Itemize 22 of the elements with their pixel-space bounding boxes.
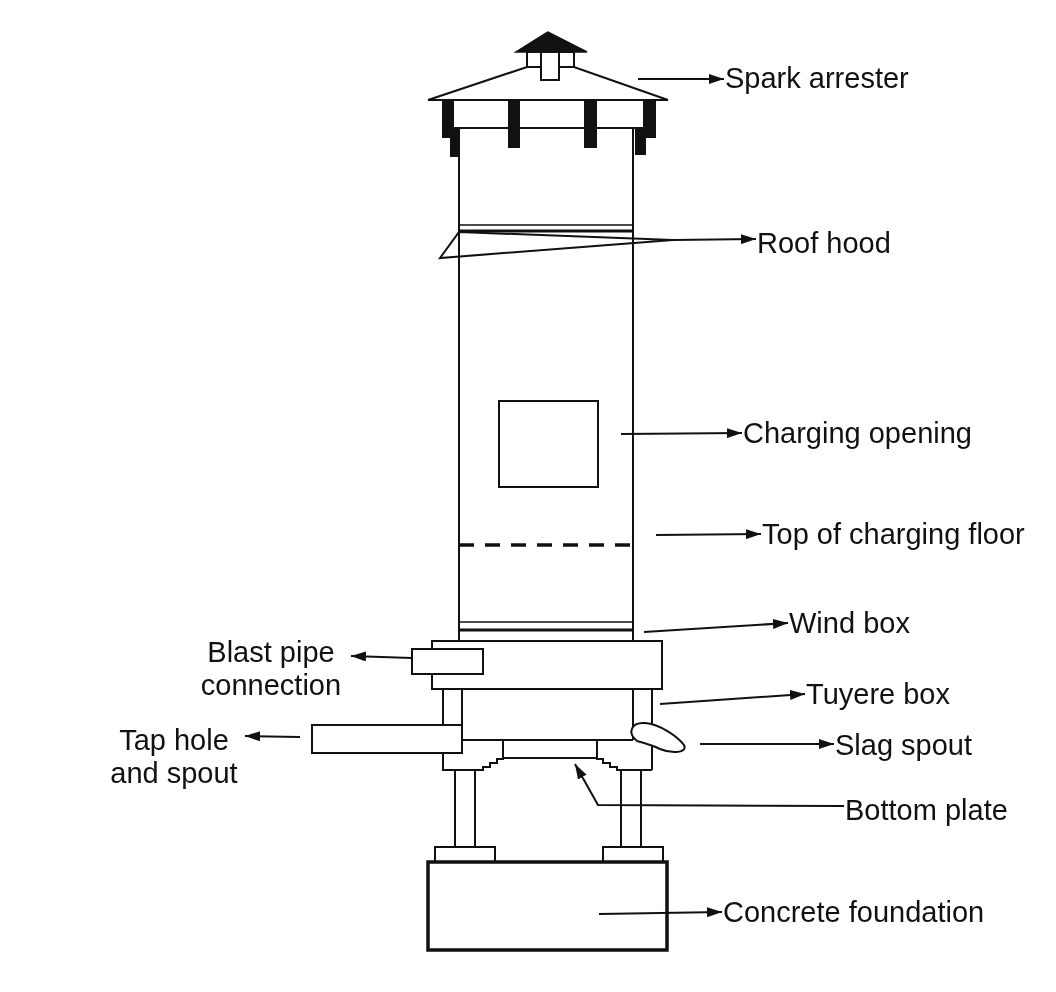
leader-arrow [574, 763, 845, 807]
part-label: Spark arrester [725, 62, 909, 95]
leader-arrow [699, 739, 835, 749]
leader-arrow [659, 690, 806, 705]
leader-arrow [672, 234, 757, 245]
leader-arrow [643, 618, 789, 633]
part-label: Wind box [789, 607, 910, 640]
part-label: Charging opening [743, 417, 972, 450]
part-label: Bottom plate [845, 794, 1008, 827]
part-label: Tuyere box [806, 678, 950, 711]
part-label: Concrete foundation [723, 896, 985, 929]
leader-arrow [655, 529, 762, 540]
leader-arrow [637, 74, 725, 84]
part-label: Blast pipe connection [192, 636, 350, 702]
part-label: Slag spout [835, 729, 973, 762]
part-label: Top of charging floor [762, 518, 1025, 551]
leader-arrow [350, 651, 413, 662]
part-label: Roof hood [757, 227, 891, 260]
leader-arrow [598, 907, 723, 918]
part-label: Tap hole and spout [104, 724, 244, 790]
leader-arrow [244, 731, 301, 742]
leader-arrow [620, 428, 743, 439]
